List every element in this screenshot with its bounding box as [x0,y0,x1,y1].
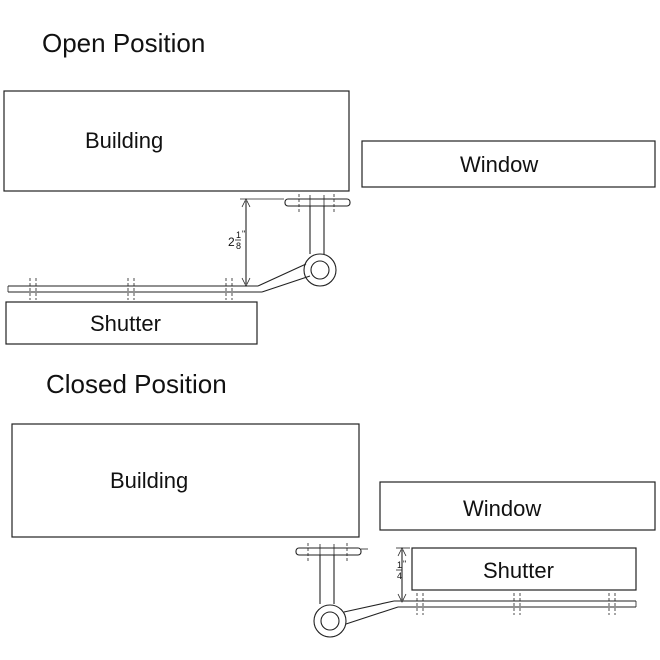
open-building-box [3,90,350,192]
open-window-label: Window [460,152,538,177]
open-shutter-label: Shutter [90,311,161,336]
closed-shutter-box [411,547,637,591]
open-hinge [7,194,351,300]
open-shutter-box [5,301,258,345]
closed-shutter-label: Shutter [483,558,554,583]
closed-dimension: 1 4 " [396,547,410,603]
open-position-title: Open Position [42,28,205,58]
closed-position-title: Closed Position [46,369,227,399]
open-dimension: 2 1 8 " [228,198,284,287]
closed-hinge-plate [295,547,362,556]
closed-dimension-denominator: 4 [397,571,402,581]
open-dimension-whole: 2 [228,235,235,249]
open-window-box [361,140,656,188]
closed-hinge [295,543,637,638]
closed-dimension-numerator: 1 [397,560,402,570]
closed-position-section: Closed Position Building Window Shutter [11,369,656,638]
closed-hinge-knuckle [313,604,347,638]
closed-building-box [11,423,360,538]
open-hinge-plate [284,198,351,207]
open-position-section: Open Position Building Window Shutter [3,28,656,345]
closed-window-box [379,481,656,531]
open-dimension-denominator: 8 [236,241,241,251]
closed-building-label: Building [110,468,188,493]
closed-dimension-unit: " [403,559,406,569]
closed-window-label: Window [463,496,541,521]
open-building-label: Building [85,128,163,153]
open-dimension-unit: " [242,229,245,239]
open-dimension-numerator: 1 [236,230,241,240]
open-hinge-knuckle [303,253,337,287]
